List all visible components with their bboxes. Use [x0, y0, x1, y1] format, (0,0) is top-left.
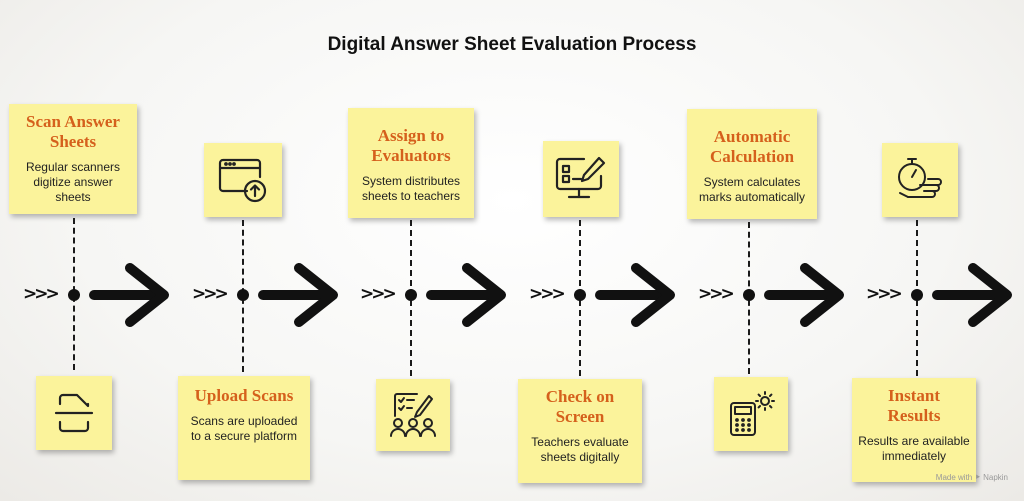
step-4-text-note: Check on Screen Teachers evaluate sheets… — [518, 379, 642, 483]
diagram-title: Digital Answer Sheet Evaluation Process — [327, 34, 697, 55]
arrow-right-icon — [426, 263, 506, 327]
arrow-right-icon — [89, 263, 169, 327]
arrow-right-icon — [595, 263, 675, 327]
step-5-title: Automatic Calculation — [709, 127, 795, 166]
arrow-right-icon — [764, 263, 844, 327]
step-6-text-note: Instant Results Results are available im… — [852, 378, 976, 482]
step-2-icon-note — [204, 143, 282, 217]
step-3-text-note: Assign to Evaluators System distributes … — [348, 108, 474, 218]
timeline-dot — [68, 289, 80, 301]
chevron-icon: >>> — [23, 284, 60, 304]
step-5-desc: System calculates marks automatically — [698, 175, 806, 204]
team-checklist-icon — [390, 393, 436, 437]
timeline-dot — [574, 289, 586, 301]
step-1-icon-note — [36, 376, 112, 450]
step-5-text-note: Automatic Calculation System calculates … — [687, 109, 817, 219]
step-3-title: Assign to Evaluators — [371, 126, 451, 165]
stopwatch-hand-icon — [898, 158, 942, 198]
arrow-right-icon — [258, 263, 338, 327]
timeline-dot — [405, 289, 417, 301]
upload-window-icon — [218, 158, 267, 203]
step-1-text-note: Scan Answer Sheets Regular scanners digi… — [9, 104, 137, 214]
chevron-icon: >>> — [698, 284, 735, 304]
step-2-desc: Scans are uploaded to a secure platform — [190, 414, 298, 443]
step-6-title: Instant Results — [887, 386, 941, 425]
chevron-icon: >>> — [192, 284, 229, 304]
scan-icon — [54, 393, 94, 433]
timeline-dot — [911, 289, 923, 301]
step-4-desc: Teachers evaluate sheets digitally — [531, 435, 629, 464]
timeline-dot — [237, 289, 249, 301]
chevron-icon: >>> — [529, 284, 566, 304]
arrow-right-icon — [932, 263, 1012, 327]
step-6-icon-note — [882, 143, 958, 217]
step-4-title: Check on Screen — [545, 387, 615, 426]
step-2-title: Upload Scans — [194, 386, 294, 405]
chevron-icon: >>> — [866, 284, 903, 304]
step-1-title: Scan Answer Sheets — [26, 112, 120, 151]
step-6-desc: Results are available immediately — [858, 434, 970, 463]
step-4-icon-note — [543, 141, 619, 217]
step-1-desc: Regular scanners digitize answer sheets — [25, 160, 121, 204]
timeline-dot — [743, 289, 755, 301]
calculator-gear-icon — [730, 391, 775, 436]
chevron-icon: >>> — [360, 284, 397, 304]
step-3-desc: System distributes sheets to teachers — [361, 174, 461, 203]
screen-edit-icon — [555, 156, 606, 199]
step-5-icon-note — [714, 377, 788, 451]
step-2-text-note: Upload Scans Scans are uploaded to a sec… — [178, 376, 310, 480]
napkin-watermark: Made with ⯈ Napkin — [935, 473, 1008, 482]
step-3-icon-note — [376, 379, 450, 451]
